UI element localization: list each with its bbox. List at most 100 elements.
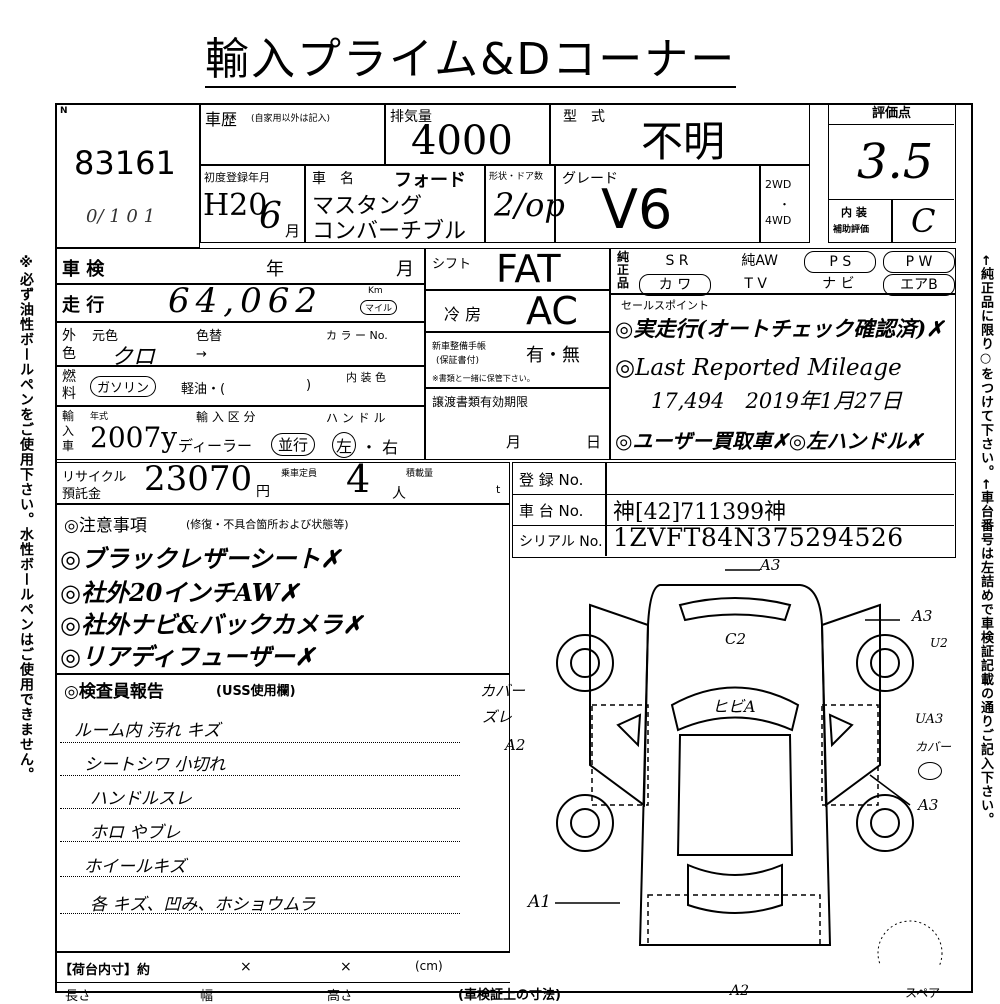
transfer-docs-box: 譲渡書類有効期限 月 日 <box>425 388 610 460</box>
inspector-line: ハンドルスレ <box>90 789 192 809</box>
inspector-row-line <box>60 876 460 877</box>
color-arrow: → <box>196 347 207 362</box>
notes-line: ◎リアディフューザー✗ <box>60 642 315 671</box>
side-note-left: ※必ず油性ボールペンをご使用下さい。水性ボールペンはご使用できません。 <box>18 255 34 782</box>
inspector-line: ホロ やブレ <box>90 823 181 843</box>
diagram-label-ua3: UA3 <box>915 712 944 727</box>
lot-scribble: 0/ 1 0 1 <box>86 206 156 227</box>
mileage-km: Km <box>368 286 383 296</box>
first-reg-month: 6 <box>259 196 282 237</box>
inspector-row-line <box>60 913 460 914</box>
equip-airbag: エアB <box>882 274 955 296</box>
inspector-row-line <box>60 808 460 809</box>
first-reg-label: 初度登録年月 <box>204 171 270 184</box>
import-left: 左 <box>332 432 357 458</box>
cargo-dims-row: 長さ 幅 高さ <box>55 982 510 1004</box>
model-type-box: 型 式 不明 <box>550 103 810 166</box>
inspection-month: 月 <box>396 259 414 280</box>
drive-dot: ・ <box>779 198 790 211</box>
equip-leather: カ ワ <box>639 274 711 296</box>
score-interior-label: 内 装 <box>841 206 867 219</box>
import-handle-label: ハ ン ド ル <box>326 411 386 425</box>
history-note: (自家用以外は記入) <box>251 114 331 124</box>
diagram-label-a2-left: A2 <box>505 736 526 754</box>
notes-sub: (修復・不具合箇所および状態等) <box>186 518 349 531</box>
sales-point-line: ◎Last Reported Mileage <box>615 355 902 381</box>
equipment-grid: S R 純AW P S P W カ ワ T V ナ ビ エアB <box>639 251 955 296</box>
model-type-value: 不明 <box>641 117 726 166</box>
serial-no-value: 1ZVFT84N375294526 <box>613 523 904 552</box>
transfer-docs-label: 譲渡書類有効期限 <box>432 395 529 409</box>
chassis-no-label: 車 台 No. <box>519 502 584 520</box>
fuel-close: ) <box>306 378 312 393</box>
score-label: 評価点 <box>829 104 954 125</box>
color-orig-value: クロ <box>111 345 156 370</box>
mileage-value: 64,062 <box>168 281 323 321</box>
fuel-gas: ガソリン <box>90 376 157 397</box>
diagram-label-a3-top: A3 <box>760 556 781 574</box>
displacement-box: 排気量 4000 <box>385 103 550 165</box>
model-type-label: 型 式 <box>563 109 605 125</box>
equip-sr: S R <box>665 253 689 269</box>
side-note-right: ←純正品に限り○をつけて下さい。←車台番号は左詰めで車検証記載の通りご記入下さい… <box>978 255 993 827</box>
cargo-x2: × <box>340 959 352 975</box>
diagram-label-spare: スペア <box>905 986 941 1000</box>
form-frame <box>55 103 973 993</box>
diagram-label-a1: A1 <box>528 892 552 912</box>
history-box: 車歴 (自家用以外は記入) <box>200 103 385 165</box>
equip-ps: P S <box>804 251 877 273</box>
first-reg-box: 初度登録年月 H20 6 月 <box>200 165 305 243</box>
equipment-box: 純正品 S R 純AW P S P W カ ワ T V ナ ビ エアB <box>610 248 956 296</box>
fuel-diesel: 軽油・( <box>181 382 226 397</box>
diagram-label-a3-right2: A3 <box>918 796 939 814</box>
car-name-label: 車 名 <box>312 171 354 187</box>
fuel-box: 燃料 ガソリン 軽油・( ) 内 装 色 <box>55 366 425 406</box>
first-reg-month-unit: 月 <box>285 222 301 240</box>
equip-aw: 純AW <box>741 253 778 269</box>
cargo-x1: × <box>240 959 252 975</box>
load-unit: t <box>496 483 501 496</box>
diagram-label-a2-bottom: A2 <box>730 983 750 999</box>
score-interior-value: C <box>911 202 936 240</box>
spare-tire-outline <box>877 920 943 965</box>
doors-box: 形状・ドア数 2/op <box>485 165 565 243</box>
diagram-label-hood: ヒビA <box>712 697 756 716</box>
displacement-value: 4000 <box>411 118 513 164</box>
score-value: 3.5 <box>857 134 934 190</box>
drive-box: 2WD ・ 4WD <box>760 165 810 243</box>
recycle-label2: 預託金 <box>62 487 102 502</box>
notes-line: ◎社外ナビ&バックカメラ✗ <box>60 610 363 639</box>
recycle-value: 23070 <box>144 459 253 499</box>
cargo-width: 幅 <box>200 989 214 1004</box>
import-right: ・ 右 <box>361 438 399 457</box>
lot-box: N 83161 0/ 1 0 1 <box>55 103 200 248</box>
load-label: 積載量 <box>406 469 434 479</box>
diagram-mark-circle <box>918 762 942 780</box>
inspector-label: ◎検査員報告 <box>64 682 164 702</box>
import-label: 輸入車 <box>62 409 75 453</box>
car-name-line2: コンバーチブル <box>312 219 467 244</box>
serial-row: シリアル No. 1ZVFT84N375294526 <box>513 523 954 556</box>
transfer-docs-month: 月 <box>506 433 522 451</box>
diagram-label-a3-right1: A3 <box>912 607 933 625</box>
color-side-label: 外色 <box>62 328 76 362</box>
damage-marks <box>555 569 911 904</box>
mileage-box: 走 行 64,062 Km マイル <box>55 281 425 322</box>
ac-value: AC <box>526 289 578 333</box>
record-book-label1: 新車整備手帳 <box>432 342 487 352</box>
registration-divider <box>605 463 607 556</box>
color-no-label: カ ラ ー No. <box>326 329 388 342</box>
record-book-label2: (保証書付) <box>436 356 480 366</box>
drive-2wd: 2WD <box>765 178 792 191</box>
equip-pw: P W <box>882 251 955 273</box>
chassis-no-value: 神[42]711399神 <box>613 500 787 525</box>
notes-line: ◎ブラックレザーシート✗ <box>60 544 341 573</box>
recycle-unit: 円 <box>256 484 270 500</box>
transfer-docs-day: 日 <box>586 433 602 451</box>
car-outline <box>589 584 881 946</box>
car-name-maker: フォード <box>394 170 466 191</box>
shift-label: シフト <box>432 257 472 272</box>
equipment-label: 純正品 <box>617 250 630 290</box>
import-year-label: 年式 <box>90 412 109 422</box>
shift-box: シフト FAT <box>425 247 610 291</box>
